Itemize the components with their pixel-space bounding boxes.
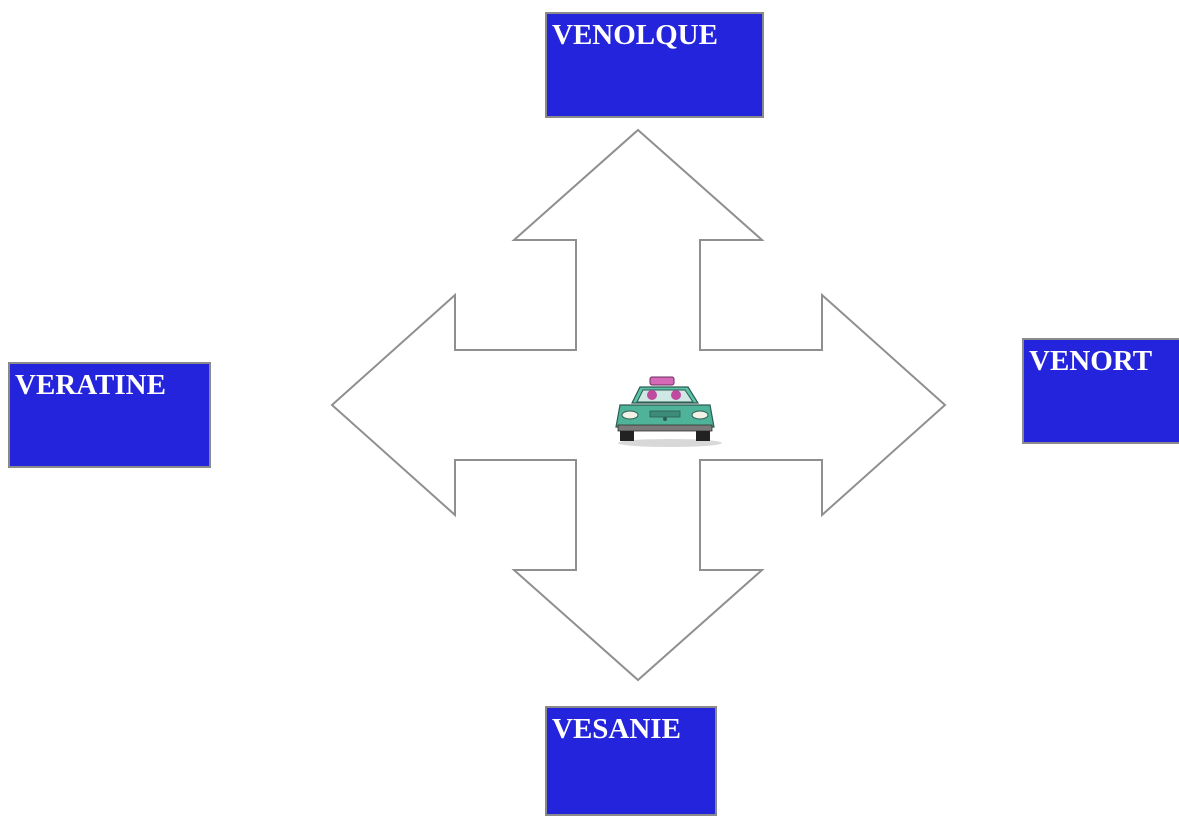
destination-box-west[interactable]: VERATINE: [8, 362, 211, 468]
destination-box-south[interactable]: VESANIE: [545, 706, 717, 816]
destination-box-north[interactable]: VENOLQUE: [545, 12, 764, 118]
destination-label-north: VENOLQUE: [552, 19, 718, 51]
taxi-icon: [610, 375, 722, 451]
destination-label-west: VERATINE: [15, 369, 166, 401]
destination-box-east[interactable]: VENORT: [1022, 338, 1179, 444]
destination-label-east: VENORT: [1029, 345, 1153, 377]
destination-label-south: VESANIE: [552, 713, 681, 745]
